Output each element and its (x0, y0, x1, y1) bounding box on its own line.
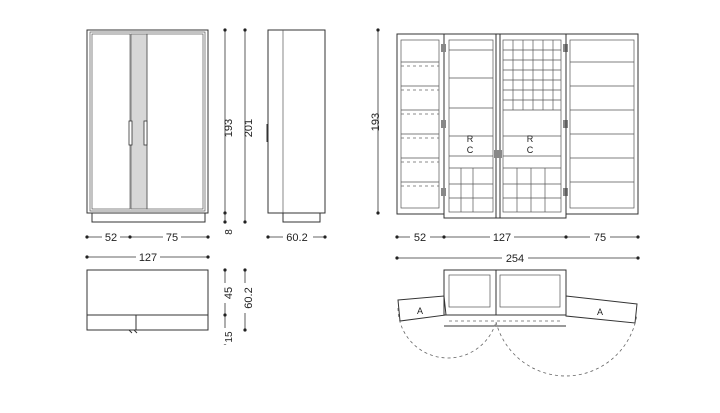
depth-total-label: 60.2 (243, 287, 255, 308)
open-height-label: 193 (370, 113, 382, 131)
open-width-right-label: 75 (594, 232, 606, 244)
height-total-label: 201 (243, 119, 255, 137)
right-door-swing-arc (495, 313, 638, 377)
label-c-left: C (467, 145, 474, 155)
front-view-dimensions: 193 8 201 52 75 127 (85, 28, 255, 264)
front-view-closed (86, 29, 209, 223)
side-view (266, 29, 326, 223)
depth-body-label: 45 (223, 287, 235, 299)
right-door (146, 33, 204, 210)
plinth (91, 212, 206, 223)
plan-body (86, 269, 209, 316)
door-a-right-label: A (597, 307, 603, 317)
plan-view-dimensions: 45 15 60.2 (219, 268, 255, 345)
open-width-total-label: 254 (506, 253, 524, 265)
width-total-label: 127 (139, 252, 157, 264)
side-view-dimensions: 60.2 (266, 230, 327, 244)
width-left-label: 52 (105, 232, 117, 244)
open-plan-left-door (397, 295, 447, 322)
open-plan-body (443, 269, 567, 316)
side-body (267, 29, 326, 214)
right-handle (143, 120, 148, 146)
left-door (91, 33, 131, 210)
label-c-right: C (527, 145, 534, 155)
depth-label: 60.2 (286, 232, 307, 244)
left-door-swing-arc (397, 307, 497, 359)
open-cabinet-body (443, 33, 567, 219)
front-view-open-dimensions: 193 52 127 75 254 (370, 28, 640, 265)
plan-view-closed (86, 269, 209, 334)
side-plinth (282, 212, 321, 223)
plinth-label: 8 (224, 229, 235, 235)
plan-doors (86, 314, 209, 331)
open-left-door (396, 33, 445, 215)
width-right-label: 75 (166, 232, 178, 244)
open-right-door (565, 33, 639, 215)
door-depth-label: 15 (224, 331, 235, 343)
front-view-open: R C R C (396, 33, 639, 219)
left-handle (128, 120, 133, 146)
open-width-mid-label: 127 (493, 232, 511, 244)
label-r-right: R (527, 134, 534, 144)
plan-view-open: A A (397, 269, 638, 377)
door-a-left-label: A (417, 306, 423, 316)
height-body-label: 193 (223, 119, 235, 137)
cabinet-body (86, 29, 209, 214)
label-r-left: R (467, 134, 474, 144)
open-width-left-label: 52 (414, 232, 426, 244)
